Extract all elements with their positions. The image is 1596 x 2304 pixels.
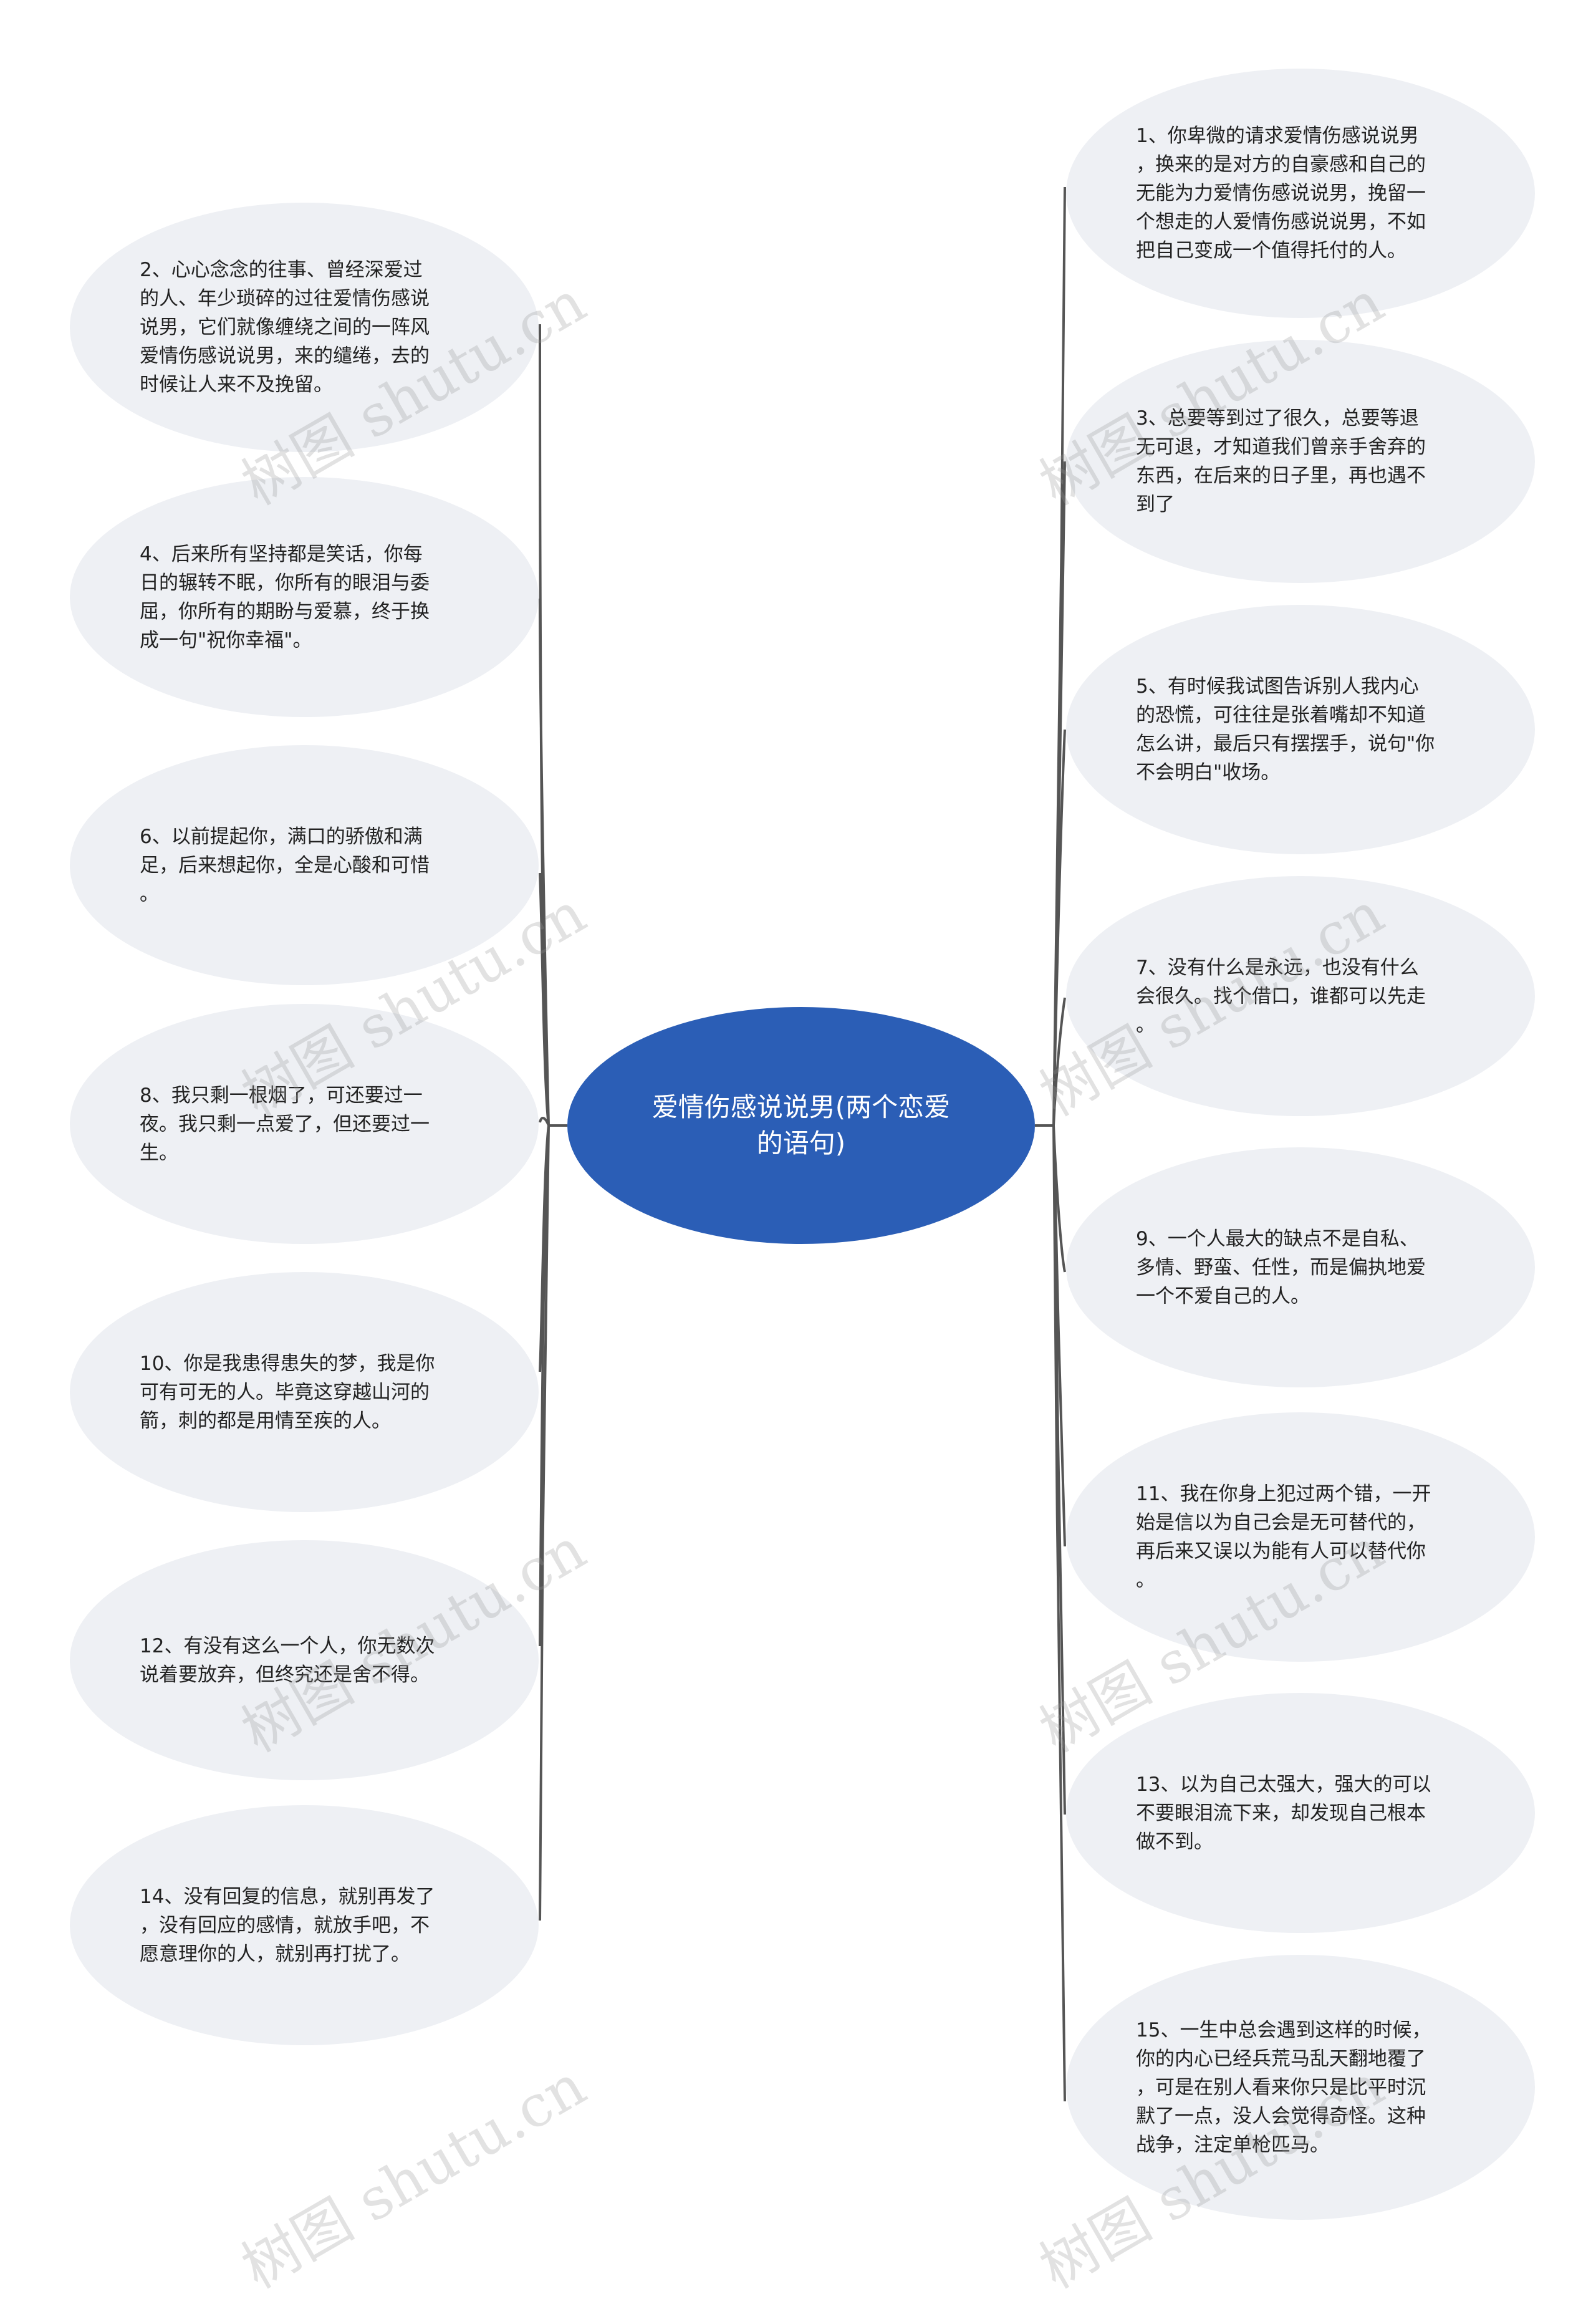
node-text: 10、你是我患得患失的梦，我是你 可有可无的人。毕竟这穿越山河的 箭，刺的都是用…: [140, 1352, 435, 1432]
right-node-1[interactable]: 1、你卑微的请求爱情伤感说说男 ，换来的是对方的自豪感和自己的 无能为力爱情伤感…: [1066, 69, 1535, 318]
center-topic[interactable]: 爱情伤感说说男(两个恋爱 的语句): [567, 1007, 1035, 1244]
node-text: 8、我只剩一根烟了，可还要过一 夜。我只剩一点爱了，但还要过一 生。: [140, 1084, 430, 1164]
left-node-2[interactable]: 2、心心念念的往事、曾经深爱过 的人、年少琐碎的过往爱情伤感说 说男，它们就像缠…: [70, 203, 539, 452]
right-node-13[interactable]: 13、以为自己太强大，强大的可以 不要眼泪流下来，却发现自己根本 做不到。: [1066, 1693, 1535, 1933]
left-node-4[interactable]: 4、后来所有坚持都是笑话，你每 日的辗转不眠，你所有的眼泪与委 屈，你所有的期盼…: [70, 477, 539, 717]
mind-map: 2、心心念念的往事、曾经深爱过 的人、年少琐碎的过往爱情伤感说 说男，它们就像缠…: [70, 69, 1535, 2302]
center-title: 爱情伤感说说男(两个恋爱 的语句): [651, 1092, 951, 1159]
left-connector: [539, 324, 567, 1921]
node-text: 1、你卑微的请求爱情伤感说说男 ，换来的是对方的自豪感和自己的 无能为力爱情伤感…: [1136, 125, 1426, 262]
right-node-3[interactable]: 3、总要等到过了很久，总要等退 无可退，才知道我们曾亲手舍弃的 东西，在后来的日…: [1066, 340, 1535, 583]
right-connector: [1035, 186, 1066, 2102]
node-text: 5、有时候我试图告诉别人我内心 的恐慌，可往往是张着嘴却不知道 怎么讲，最后只有…: [1136, 675, 1435, 784]
right-node-9[interactable]: 9、一个人最大的缺点不是自私、 多情、野蛮、任性，而是偏执地爱 一个不爱自己的人…: [1066, 1147, 1535, 1387]
right-node-11[interactable]: 11、我在你身上犯过两个错，一开 始是信以为自己会是无可替代的， 再后来又误以为…: [1066, 1412, 1535, 1662]
node-text: 6、以前提起你，满口的骄傲和满 足，后来想起你，全是心酸和可惜 。: [140, 825, 430, 905]
node-text: 14、没有回复的信息，就别再发了 ，没有回应的感情，就放手吧，不 愿意理你的人，…: [140, 1885, 435, 1965]
node-text: 13、以为自己太强大，强大的可以 不要眼泪流下来，却发现自己根本 做不到。: [1136, 1773, 1431, 1853]
node-text: 2、心心念念的往事、曾经深爱过 的人、年少琐碎的过往爱情伤感说 说男，它们就像缠…: [140, 259, 430, 396]
node-text: 9、一个人最大的缺点不是自私、 多情、野蛮、任性，而是偏执地爱 一个不爱自己的人…: [1136, 1227, 1426, 1308]
left-node-12[interactable]: 12、有没有这么一个人，你无数次 说着要放弃，但终究还是舍不得。: [70, 1540, 539, 1780]
left-node-8[interactable]: 8、我只剩一根烟了，可还要过一 夜。我只剩一点爱了，但还要过一 生。: [70, 1004, 539, 1244]
node-text: 3、总要等到过了很久，总要等退 无可退，才知道我们曾亲手舍弃的 东西，在后来的日…: [1136, 407, 1426, 516]
left-node-14[interactable]: 14、没有回复的信息，就别再发了 ，没有回应的感情，就放手吧，不 愿意理你的人，…: [70, 1805, 539, 2045]
right-node-15[interactable]: 15、一生中总会遇到这样的时候， 你的内心已经兵荒马乱天翻地覆了 ，可是在别人看…: [1066, 1955, 1535, 2220]
node-text: 12、有没有这么一个人，你无数次 说着要放弃，但终究还是舍不得。: [140, 1634, 435, 1686]
left-node-10[interactable]: 10、你是我患得患失的梦，我是你 可有可无的人。毕竟这穿越山河的 箭，刺的都是用…: [70, 1272, 539, 1512]
right-node-7[interactable]: 7、没有什么是永远，也没有什么 会很久。找个借口，谁都可以先走 。: [1066, 876, 1535, 1116]
node-text: 4、后来所有坚持都是笑话，你每 日的辗转不眠，你所有的眼泪与委 屈，你所有的期盼…: [140, 542, 430, 652]
node-text: 11、我在你身上犯过两个错，一开 始是信以为自己会是无可替代的， 再后来又误以为…: [1136, 1483, 1431, 1591]
right-node-5[interactable]: 5、有时候我试图告诉别人我内心 的恐慌，可往往是张着嘴却不知道 怎么讲，最后只有…: [1066, 605, 1535, 854]
node-text: 15、一生中总会遇到这样的时候， 你的内心已经兵荒马乱天翻地覆了 ，可是在别人看…: [1136, 2018, 1431, 2156]
left-node-6[interactable]: 6、以前提起你，满口的骄傲和满 足，后来想起你，全是心酸和可惜 。: [70, 745, 539, 985]
connector-lines: [539, 186, 1066, 2102]
node-text: 7、没有什么是永远，也没有什么 会很久。找个借口，谁都可以先走 。: [1136, 956, 1426, 1036]
